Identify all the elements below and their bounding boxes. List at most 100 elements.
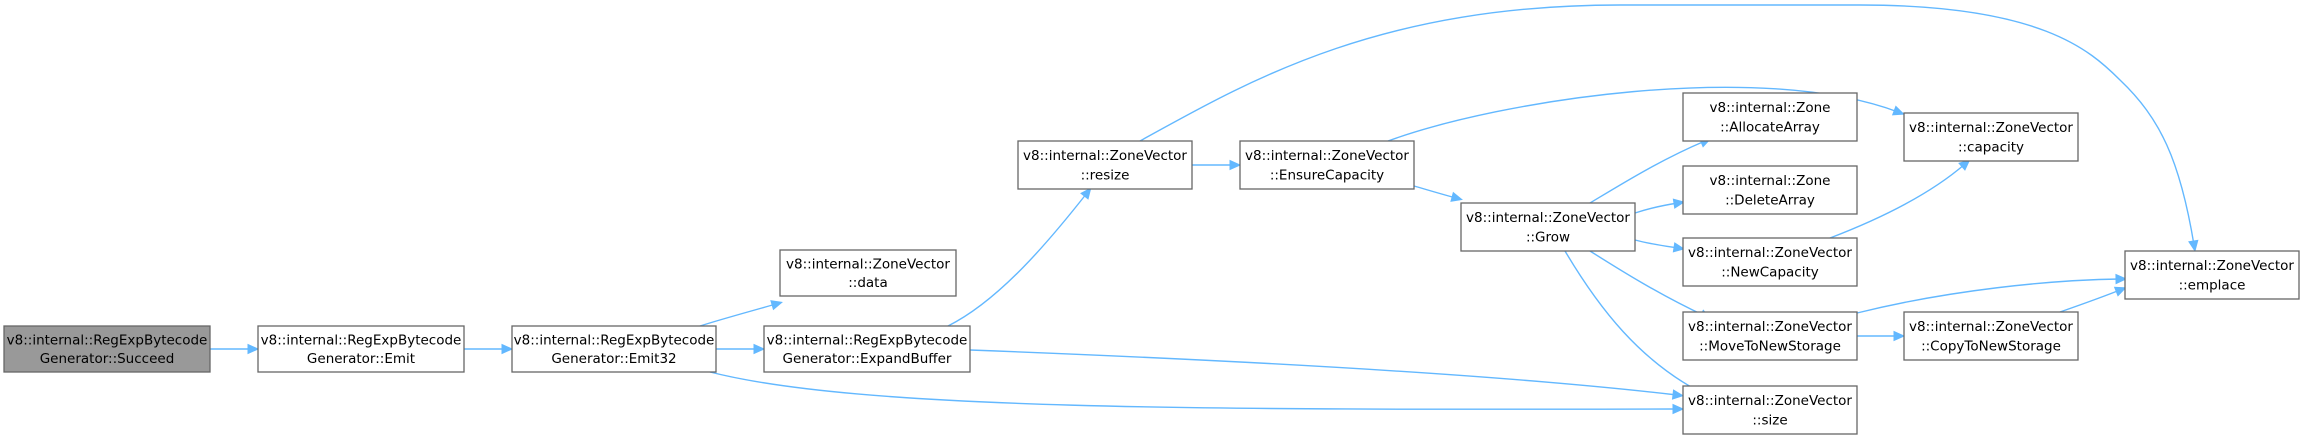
node-new-capacity[interactable]: v8::internal::ZoneVector::NewCapacity	[1682, 237, 1858, 287]
node-label-namespace: v8::internal::ZoneVector	[1245, 148, 1409, 164]
node-box	[1460, 202, 1636, 252]
edge-move-to-new-storage-to-emplace	[1856, 273, 2128, 314]
node-label-member: ::EnsureCapacity	[1270, 167, 1384, 183]
edge-line	[947, 192, 1088, 327]
edge-line	[2059, 289, 2121, 313]
node-copy-to-new-storage[interactable]: v8::internal::ZoneVector::CopyToNewStora…	[1903, 311, 2079, 361]
node-allocate-array[interactable]: v8::internal::Zone::AllocateArray	[1682, 92, 1858, 142]
node-box	[2124, 250, 2300, 300]
edge-expand-buffer-to-resize	[947, 187, 1092, 327]
node-resize[interactable]: v8::internal::ZoneVector::resize	[1017, 140, 1193, 190]
edge-grow-to-new-capacity	[1634, 239, 1686, 253]
nodes-layer: v8::internal::RegExpBytecodeGenerator::S…	[3, 92, 2300, 435]
arrowhead-icon	[1672, 403, 1685, 415]
edge-line	[1829, 163, 1966, 239]
node-box	[1239, 140, 1415, 190]
node-label-namespace: v8::internal::ZoneVector	[1688, 245, 1852, 261]
arrowhead-icon	[2188, 239, 2199, 253]
edge-grow-to-delete-array	[1634, 198, 1686, 214]
node-label-namespace: v8::internal::ZoneVector	[2130, 258, 2294, 274]
node-label-member: ::resize	[1081, 167, 1130, 183]
node-label-member: Generator::Emit	[307, 351, 415, 367]
node-box	[1903, 311, 2079, 361]
node-box	[257, 325, 465, 373]
node-label-namespace: v8::internal::ZoneVector	[1023, 148, 1187, 164]
edge-line	[1564, 250, 1701, 393]
node-succeed[interactable]: v8::internal::RegExpBytecodeGenerator::S…	[3, 325, 211, 373]
node-label-member: ::size	[1752, 412, 1787, 428]
edge-line	[1634, 202, 1679, 214]
edge-emit32-to-size	[709, 371, 1685, 415]
node-data[interactable]: v8::internal::ZoneVector::data	[779, 249, 957, 297]
node-box	[3, 325, 211, 373]
edge-expand-buffer-to-size	[969, 349, 1685, 400]
edge-line	[1634, 239, 1679, 249]
node-label-member: ::MoveToNewStorage	[1699, 338, 1841, 354]
edge-succeed-to-emit	[210, 343, 260, 355]
node-label-namespace: v8::internal::ZoneVector	[1909, 120, 2073, 136]
node-expand-buffer[interactable]: v8::internal::RegExpBytecodeGenerator::E…	[763, 325, 971, 373]
arrowhead-icon	[1672, 198, 1686, 209]
node-size[interactable]: v8::internal::ZoneVector::size	[1682, 385, 1858, 435]
edge-line	[1589, 140, 1706, 204]
edge-emit32-to-expand-buffer	[716, 343, 766, 355]
node-label-namespace: v8::internal::ZoneVector	[1688, 393, 1852, 409]
node-ensure-capacity[interactable]: v8::internal::ZoneVector::EnsureCapacity	[1239, 140, 1415, 190]
node-box	[1903, 112, 2079, 162]
node-label-namespace: v8::internal::RegExpBytecode	[261, 332, 462, 348]
node-label-member: Generator::Emit32	[551, 351, 676, 367]
node-label-namespace: v8::internal::ZoneVector	[1909, 319, 2073, 335]
node-emplace[interactable]: v8::internal::ZoneVector::emplace	[2124, 250, 2300, 300]
arrowhead-icon	[1891, 105, 1905, 116]
arrowhead-icon	[770, 300, 783, 311]
edges-layer	[210, 4, 2199, 415]
node-box	[763, 325, 971, 373]
edge-line	[1139, 4, 2195, 246]
arrowhead-icon	[1080, 187, 1092, 200]
edge-line	[699, 303, 777, 327]
node-label-namespace: v8::internal::Zone	[1710, 100, 1831, 116]
edge-copy-to-new-storage-to-emplace	[2059, 286, 2127, 313]
node-emit32[interactable]: v8::internal::RegExpBytecodeGenerator::E…	[511, 325, 717, 373]
node-delete-array[interactable]: v8::internal::Zone::DeleteArray	[1682, 165, 1858, 215]
node-label-member: Generator::ExpandBuffer	[783, 351, 952, 367]
edge-ensure-capacity-to-grow	[1413, 185, 1463, 202]
edge-line	[1589, 250, 1706, 317]
edge-line	[1856, 278, 2121, 314]
node-box	[511, 325, 717, 373]
node-grow[interactable]: v8::internal::ZoneVector::Grow	[1460, 202, 1636, 252]
arrowhead-icon	[2113, 286, 2127, 297]
arrowhead-icon	[1671, 389, 1685, 400]
node-box	[1682, 237, 1858, 287]
node-label-namespace: v8::internal::ZoneVector	[786, 256, 950, 272]
node-box	[1682, 92, 1858, 142]
node-label-member: ::AllocateArray	[1720, 119, 1820, 135]
arrowhead-icon	[1450, 191, 1463, 202]
node-label-namespace: v8::internal::Zone	[1710, 173, 1831, 189]
node-emit[interactable]: v8::internal::RegExpBytecodeGenerator::E…	[257, 325, 465, 373]
node-label-member: ::DeleteArray	[1725, 192, 1815, 208]
node-label-namespace: v8::internal::RegExpBytecode	[767, 332, 968, 348]
arrowhead-icon	[2115, 273, 2128, 285]
node-box	[779, 249, 957, 297]
arrowhead-icon	[247, 343, 260, 355]
node-label-namespace: v8::internal::ZoneVector	[1466, 210, 1630, 226]
node-move-to-new-storage[interactable]: v8::internal::ZoneVector::MoveToNewStora…	[1682, 311, 1858, 361]
edge-emit32-to-data	[699, 300, 783, 327]
node-label-member: Generator::Succeed	[40, 351, 175, 367]
edge-line	[709, 371, 1678, 410]
edge-resize-to-ensure-capacity	[1192, 159, 1242, 171]
node-capacity[interactable]: v8::internal::ZoneVector::capacity	[1903, 112, 2079, 162]
edge-line	[1413, 185, 1457, 199]
node-box	[1682, 385, 1858, 435]
edge-emit-to-emit32	[464, 343, 514, 355]
node-label-namespace: v8::internal::RegExpBytecode	[514, 332, 715, 348]
edge-move-to-new-storage-to-copy-to-new-storage	[1857, 330, 1906, 342]
node-label-member: ::CopyToNewStorage	[1921, 338, 2061, 354]
arrowhead-icon	[1229, 159, 1242, 171]
node-box	[1682, 311, 1858, 361]
node-box	[1017, 140, 1193, 190]
arrowhead-icon	[501, 343, 514, 355]
arrowhead-icon	[1672, 242, 1686, 253]
